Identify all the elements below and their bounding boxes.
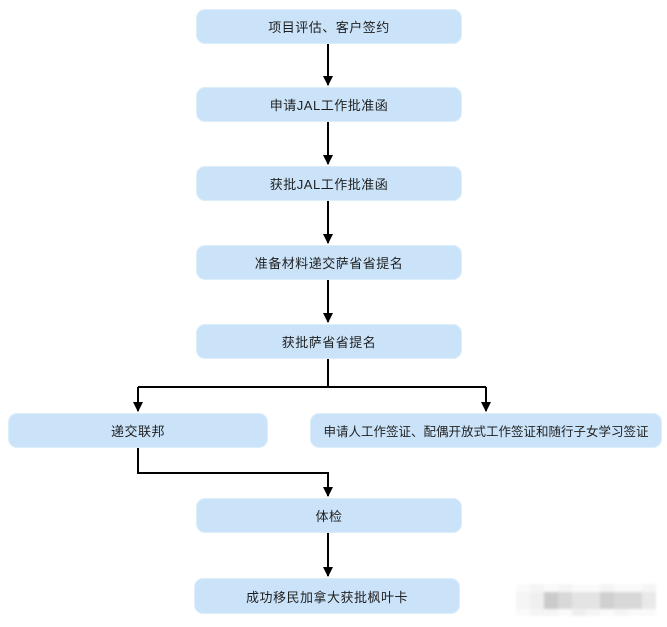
flow-node-snp-approved: 获批萨省省提名: [196, 324, 462, 359]
flow-node-apply-jal-letter: 申请JAL工作批准函: [196, 87, 462, 122]
edge-split-trunk: [138, 359, 486, 388]
flow-node-label: 获批萨省省提名: [281, 335, 377, 350]
flow-node-submit-snp: 准备材料递交萨省省提名: [196, 245, 462, 280]
flow-node-label: 准备材料递交萨省省提名: [254, 256, 404, 271]
flow-node-project-evaluation: 项目评估、客户签约: [196, 9, 462, 44]
flow-node-label: 体检: [315, 509, 343, 524]
flow-node-label: 申请人工作签证、配偶开放式工作签证和随行子女学习签证: [323, 425, 649, 439]
flow-node-submit-federal: 递交联邦: [8, 413, 268, 448]
flow-node-medical-exam: 体检: [196, 498, 462, 533]
flow-node-jal-letter-approved: 获批JAL工作批准函: [196, 166, 462, 201]
flow-node-label: 项目评估、客户签约: [268, 20, 390, 35]
flow-node-work-study-visas: 申请人工作签证、配偶开放式工作签证和随行子女学习签证: [310, 413, 662, 448]
blurred-watermark: [516, 584, 656, 616]
flow-node-label: 申请JAL工作批准函: [269, 98, 389, 113]
flow-node-label: 递交联邦: [110, 424, 165, 439]
edge-federal-to-medical: [137, 448, 333, 497]
flow-node-label: 成功移民加拿大获批枫叶卡: [245, 589, 408, 605]
flow-node-label: 获批JAL工作批准函: [269, 177, 389, 192]
flow-node-maple-leaf-card: 成功移民加拿大获批枫叶卡: [194, 578, 460, 614]
